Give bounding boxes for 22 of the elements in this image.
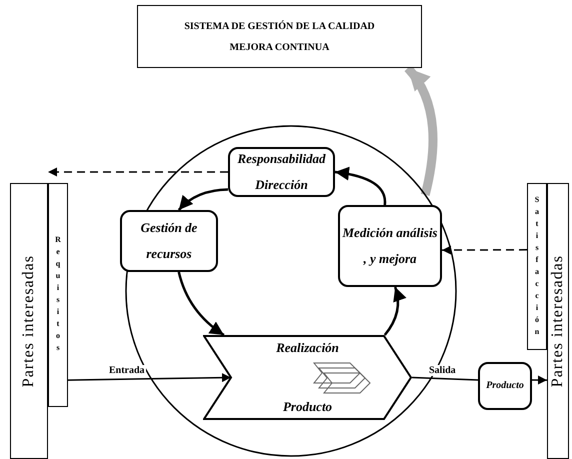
arrow — [178, 272, 225, 336]
edge-label: Salida — [428, 365, 457, 376]
process-label: Producto — [486, 379, 524, 393]
dashed-arrow — [442, 246, 527, 255]
arrow — [334, 166, 386, 206]
vertical-label: Requisitos — [54, 235, 62, 355]
vertical-label: Satisfacción — [532, 194, 542, 338]
arrow — [532, 376, 547, 385]
process-label: Realización — [276, 339, 339, 357]
edge-label: Entrada — [108, 365, 146, 376]
process-label: Responsabilidad Dirección — [236, 150, 327, 194]
dashed-arrow — [48, 168, 228, 176]
arrow — [384, 286, 406, 336]
title-text: MEJORA CONTINUA — [230, 42, 330, 52]
line — [412, 376, 478, 381]
side-label: Partes interesadas — [20, 254, 38, 388]
process-label: Gestión de recursos — [140, 219, 198, 263]
side-label: Partes interesadas — [549, 254, 567, 388]
arrow — [178, 188, 228, 211]
process-label: Medición análisis , y mejora — [341, 224, 438, 268]
title-text: SISTEMA DE GESTIÓN DE LA CALIDAD — [184, 20, 375, 32]
process-label: Producto — [282, 398, 332, 416]
